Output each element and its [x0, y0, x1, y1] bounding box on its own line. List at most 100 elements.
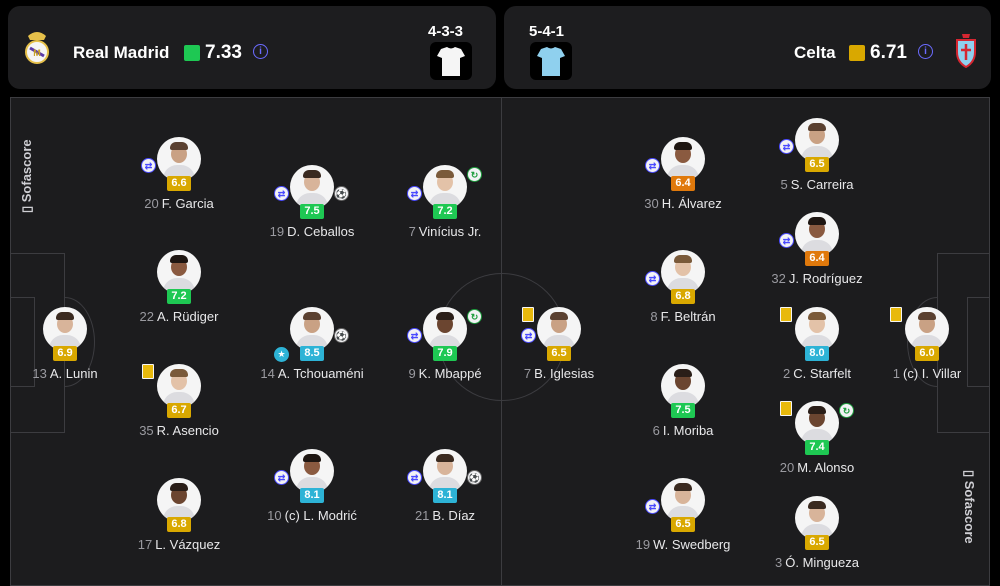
home-rating-info-icon[interactable]: i — [253, 44, 268, 59]
substitution-icon: ⇄ — [141, 158, 156, 173]
player-hair — [303, 454, 321, 462]
player-name: B. Díaz — [432, 508, 476, 523]
player-photo[interactable] — [423, 307, 467, 351]
away-rating-info-icon[interactable]: i — [918, 44, 933, 59]
player-number: 5 — [780, 177, 788, 192]
player-photo[interactable] — [423, 165, 467, 209]
player-name: L. Vázquez — [155, 537, 221, 552]
player-number: 8 — [650, 309, 658, 324]
player-rating: 6.5 — [805, 535, 829, 550]
player-name: (c) I. Villar — [902, 366, 962, 381]
player-photo[interactable] — [290, 449, 334, 493]
player-rating: 6.6 — [167, 176, 191, 191]
player-number: 7 — [523, 366, 532, 381]
player-number: 3 — [775, 555, 783, 570]
player-photo[interactable] — [661, 478, 705, 522]
player-photo[interactable] — [795, 212, 839, 256]
player-name: A. Lunin — [49, 366, 98, 381]
player-photo[interactable] — [157, 137, 201, 181]
player-photo[interactable] — [905, 307, 949, 351]
player-rating: 6.5 — [805, 157, 829, 172]
player-photo[interactable] — [661, 137, 705, 181]
yellow-card-icon — [890, 307, 902, 322]
real-madrid-crest-icon: M — [25, 32, 49, 64]
player-photo[interactable] — [537, 307, 581, 351]
player-rating: 6.0 — [915, 346, 939, 361]
player-photo[interactable] — [795, 118, 839, 162]
player-photo[interactable] — [290, 307, 334, 351]
player-photo[interactable] — [661, 364, 705, 408]
away-team-rating: 6.71 — [870, 42, 907, 63]
player-hair — [550, 312, 568, 320]
player-photo[interactable] — [661, 250, 705, 294]
player-photo[interactable] — [795, 496, 839, 540]
player-name: C. Starfelt — [793, 366, 852, 381]
substitution-icon: ⇄ — [645, 271, 660, 286]
player-hair — [808, 123, 826, 131]
player-photo[interactable] — [157, 478, 201, 522]
player-photo[interactable] — [290, 165, 334, 209]
substitution-icon: ⇄ — [779, 233, 794, 248]
player-photo[interactable] — [795, 307, 839, 351]
player-hair — [674, 483, 692, 491]
player-hair — [436, 170, 454, 178]
player-photo[interactable] — [157, 250, 201, 294]
player-rating: 6.8 — [167, 517, 191, 532]
player-rating: 6.4 — [805, 251, 829, 266]
player-label[interactable]: 10(c) L. Modrić — [242, 508, 382, 523]
player-number: 21 — [414, 508, 430, 523]
player-number: 17 — [137, 537, 153, 552]
player-number: 10 — [267, 508, 282, 523]
player-of-match-icon: ★ — [274, 347, 289, 362]
player-number: 22 — [139, 309, 155, 324]
away-team-header[interactable]: 5-4-1 Celta 6.71 i — [504, 6, 991, 89]
substitution-icon: ⇄ — [645, 499, 660, 514]
player-name: Vinícius Jr. — [418, 224, 482, 239]
player-hair — [436, 312, 454, 320]
player-photo[interactable] — [157, 364, 201, 408]
player-hair — [808, 217, 826, 225]
player-hair — [808, 312, 826, 320]
player-rating: 7.5 — [300, 204, 324, 219]
player-number: 2 — [782, 366, 791, 381]
goal-icon: ⚽ — [467, 470, 482, 485]
player-photo[interactable] — [795, 401, 839, 445]
goal-icon: ⚽ — [334, 328, 349, 343]
player-hair — [170, 483, 188, 491]
player-photo[interactable] — [423, 449, 467, 493]
player-name: J. Rodríguez — [788, 271, 863, 286]
player-rating: 7.4 — [805, 440, 829, 455]
home-team-name[interactable]: Real Madrid — [73, 43, 170, 62]
player-hair — [918, 312, 936, 320]
player-number: 35 — [139, 423, 154, 438]
player-name: I. Moriba — [662, 423, 714, 438]
away-team-name[interactable]: Celta — [794, 43, 836, 62]
assist-icon: ↻ — [467, 167, 482, 182]
sofascore-logo-icon: ▯ — [19, 202, 34, 213]
player-label[interactable]: 1(c) I. Villar — [857, 366, 989, 381]
player-photo[interactable] — [43, 307, 87, 351]
home-formation: 4-3-3 — [428, 23, 464, 40]
player-rating: 6.5 — [547, 346, 571, 361]
home-team-header[interactable]: M Real Madrid 7.33 i 4-3-3 — [8, 6, 496, 89]
